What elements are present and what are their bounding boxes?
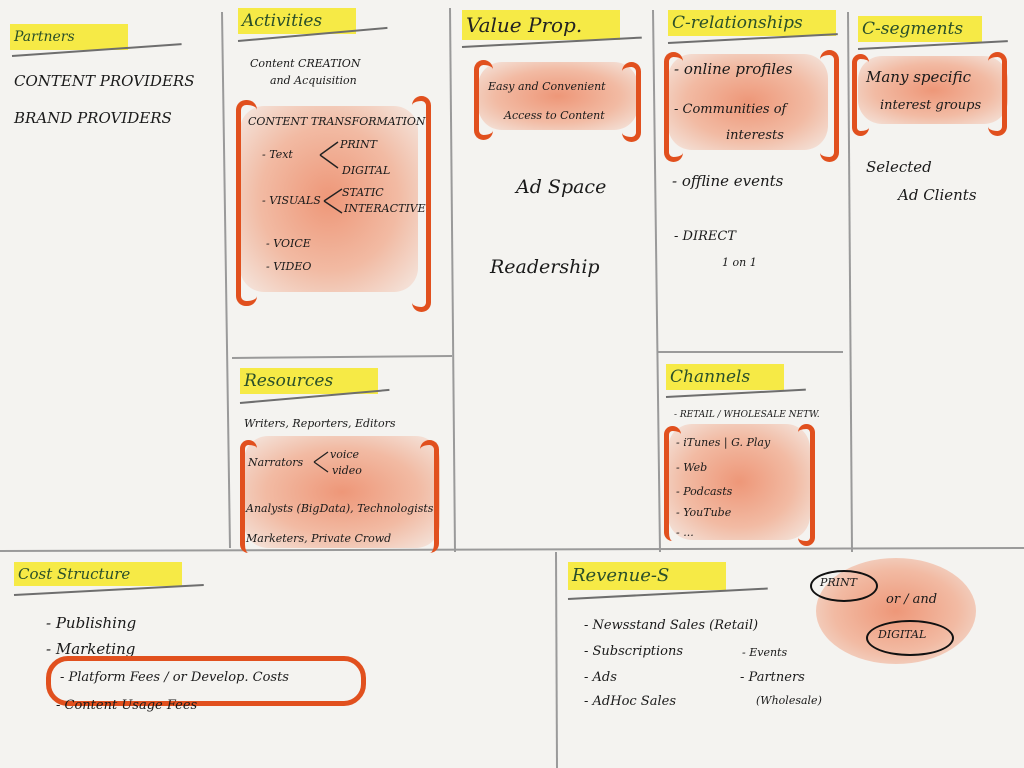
orange-wash	[478, 62, 638, 130]
channels-item: - ...	[676, 526, 694, 539]
orange-wash	[668, 424, 810, 540]
grid-line	[555, 551, 558, 768]
bracket-left	[236, 100, 257, 306]
value-prop-item: Ad Space	[516, 176, 607, 198]
relationships-item: - offline events	[672, 172, 784, 190]
grid-line	[231, 355, 453, 359]
bracket-right	[798, 424, 815, 546]
activities-visuals: - VISUALS	[262, 194, 321, 207]
partners-item: CONTENT PROVIDERS	[14, 72, 195, 90]
partners-item: BRAND PROVIDERS	[14, 109, 172, 127]
orange-wash	[240, 106, 418, 292]
bracket-left	[852, 54, 869, 136]
resources-line: Marketers, Private Crowd	[246, 532, 392, 545]
revenue-item: - AdHoc Sales	[584, 694, 676, 709]
relationships-title: C-relationships	[668, 10, 836, 36]
resources-voice: voice	[330, 448, 360, 461]
value-prop-title: Value Prop.	[462, 10, 620, 40]
revenue-badge-digital: DIGITAL	[878, 628, 927, 641]
channels-item: - iTunes | G. Play	[676, 436, 771, 449]
resources-video: video	[332, 464, 362, 477]
segments-item: Many specific	[866, 68, 971, 86]
cost-title: Cost Structure	[14, 562, 182, 586]
revenue-title: Revenue-S	[568, 562, 726, 590]
bracket-left	[664, 426, 681, 541]
activities-text-digital: DIGITAL	[342, 164, 391, 177]
grid-line	[652, 9, 661, 553]
bracket-right	[820, 50, 839, 162]
relationships-item: - Communities of	[674, 102, 787, 117]
resources-narrators: Narrators	[248, 456, 304, 469]
activities-video: - VIDEO	[266, 260, 312, 273]
orange-wash	[858, 56, 1008, 124]
orange-wash	[668, 54, 828, 150]
channels-title: Channels	[666, 364, 784, 390]
revenue-item: - Events	[742, 646, 788, 659]
relationships-item: 1 on 1	[722, 256, 757, 269]
activities-title: Activities	[238, 8, 356, 34]
bracket-right	[622, 62, 641, 142]
grid-line	[847, 11, 853, 553]
revenue-badge-print: PRINT	[820, 576, 857, 589]
relationships-item: interests	[726, 128, 784, 143]
relationships-item: - online profiles	[674, 60, 793, 78]
channels-item: - Podcasts	[676, 485, 733, 498]
digital-oval	[866, 620, 954, 656]
channels-item: - YouTube	[676, 506, 732, 519]
resources-line: Writers, Reporters, Editors	[244, 417, 396, 430]
grid-line	[449, 7, 456, 553]
relationships-item: - DIRECT	[674, 229, 736, 244]
activities-visuals-static: STATIC	[342, 186, 384, 199]
bracket-left	[240, 440, 257, 553]
bracket-right	[988, 52, 1007, 136]
bracket-right	[412, 96, 431, 312]
revenue-item: (Wholesale)	[756, 694, 822, 707]
print-oval	[810, 570, 878, 602]
grid-line	[221, 11, 231, 549]
channels-item: - Web	[676, 461, 708, 474]
bracket-left	[664, 52, 683, 162]
bracket-left	[474, 60, 493, 140]
activities-intro: Content CREATION	[250, 57, 361, 70]
orange-wash	[244, 436, 440, 548]
activities-voice: - VOICE	[266, 237, 311, 250]
grid-line	[0, 547, 1024, 552]
segments-item: Selected	[866, 158, 932, 176]
revenue-item: - Ads	[584, 670, 617, 685]
cost-item: - Platform Fees / or Develop. Costs	[60, 670, 289, 685]
branch-mark	[319, 141, 339, 169]
segments-item: Ad Clients	[898, 186, 977, 204]
revenue-badge-or: or / and	[886, 592, 938, 607]
activities-transform-heading: CONTENT TRANSFORMATION	[248, 115, 426, 128]
cost-highlight-oval	[46, 656, 366, 706]
branch-mark	[313, 451, 329, 473]
value-prop-item: Easy and Convenient	[488, 80, 606, 93]
cost-item: - Content Usage Fees	[56, 698, 198, 713]
branch-mark	[323, 188, 343, 214]
revenue-item: - Newsstand Sales (Retail)	[584, 618, 759, 633]
activities-text-print: PRINT	[340, 138, 377, 151]
cost-item: - Publishing	[46, 614, 137, 632]
resources-title: Resources	[240, 368, 378, 394]
partners-title: Partners	[10, 24, 128, 50]
revenue-item: - Subscriptions	[584, 644, 684, 659]
activities-text: - Text	[262, 148, 293, 161]
segments-item: interest groups	[880, 98, 982, 113]
resources-line: Analysts (BigData), Technologists	[246, 502, 434, 515]
cost-item: - Marketing	[46, 640, 136, 658]
value-prop-item: Readership	[490, 256, 600, 278]
activities-visuals-interactive: INTERACTIVE	[344, 202, 426, 215]
segments-title: C-segments	[858, 16, 982, 42]
activities-intro: and Acquisition	[270, 74, 357, 87]
channels-line: - RETAIL / WHOLESALE NETW.	[674, 410, 820, 420]
value-prop-item: Access to Content	[504, 109, 605, 122]
bracket-right	[420, 440, 439, 553]
revenue-item: - Partners	[740, 670, 805, 685]
